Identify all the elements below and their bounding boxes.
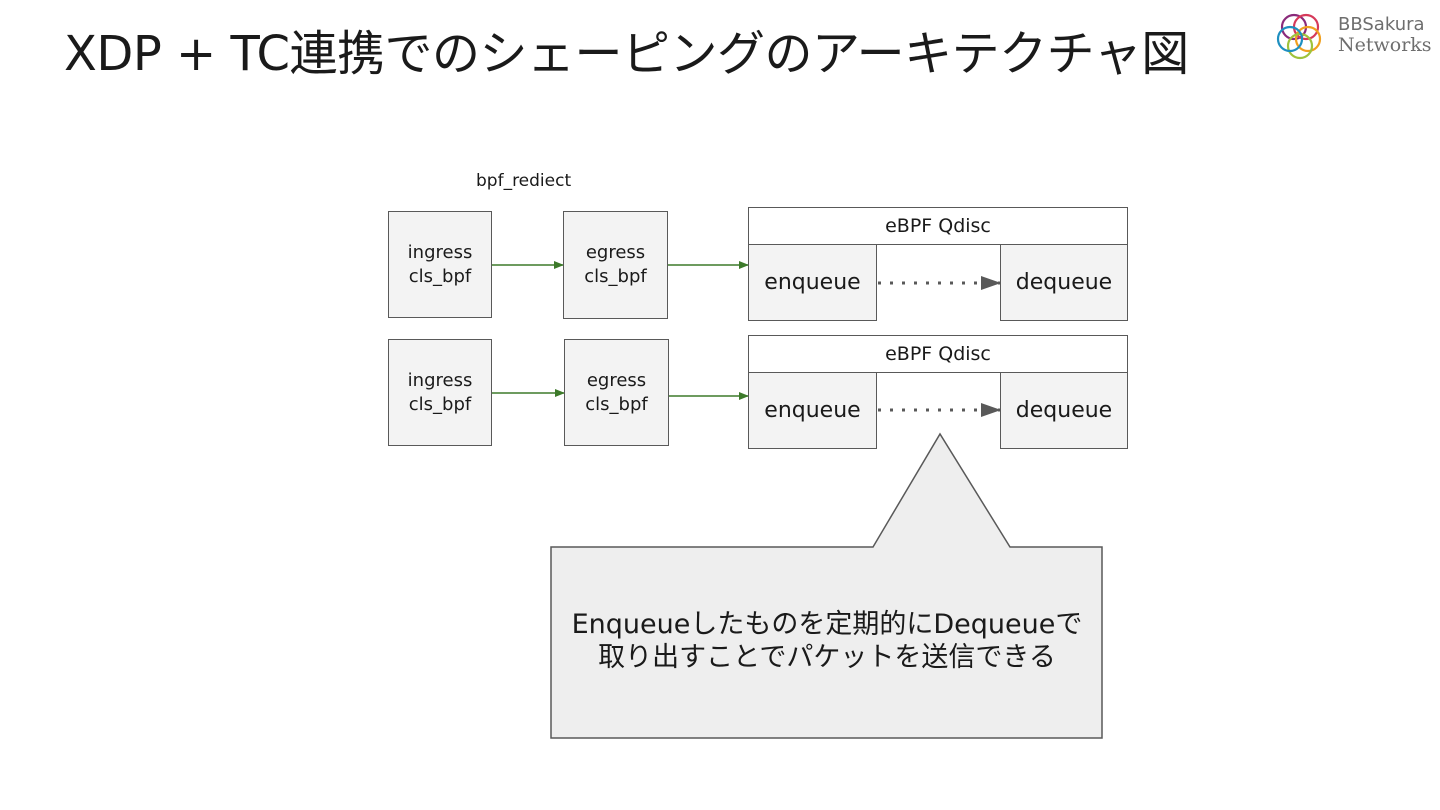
callout-line: Enqueueしたものを定期的にDequeueで [571, 609, 1083, 640]
box-label-line: egress [586, 369, 647, 391]
logo-text-line1: BBSakura [1338, 14, 1425, 35]
callout-bubble [550, 432, 1103, 739]
box-label-line: cls_bpf [584, 266, 647, 287]
egress-cls-bpf-box: egress cls_bpf [564, 339, 669, 446]
box-label-line: ingress [407, 241, 473, 263]
redirect-label: bpf_rediect [476, 171, 572, 191]
dequeue-box: dequeue [1000, 244, 1128, 321]
enqueue-box: enqueue [748, 372, 877, 449]
ingress-cls-bpf-box: ingress cls_bpf [388, 339, 492, 446]
dequeue-box: dequeue [1000, 372, 1128, 449]
logo-text-line2: Networks [1338, 34, 1432, 56]
box-label-line: cls_bpf [408, 265, 472, 287]
ebpf-qdisc-header: eBPF Qdisc [748, 207, 1128, 245]
callout-line: 取り出すことでパケットを送信できる [598, 642, 1056, 673]
ingress-cls-bpf-box: ingress cls_bpf [388, 211, 492, 318]
box-label-line: egress [585, 242, 646, 263]
callout-text: Enqueueしたものを定期的にDequeueで 取り出すことでパケットを送信で… [552, 608, 1102, 674]
enqueue-box: enqueue [748, 244, 877, 321]
box-label-line: ingress [407, 369, 473, 391]
company-logo: BBSakura Networks [1272, 8, 1432, 64]
egress-cls-bpf-box: egress cls_bpf [563, 211, 668, 319]
box-label-line: cls_bpf [408, 393, 472, 415]
box-label-line: cls_bpf [585, 393, 648, 415]
slide-title: XDP + TC連携でのシェーピングのアーキテクチャ図 [64, 26, 1189, 82]
ebpf-qdisc-header: eBPF Qdisc [748, 335, 1128, 373]
logo-mark-icon [1276, 13, 1322, 60]
